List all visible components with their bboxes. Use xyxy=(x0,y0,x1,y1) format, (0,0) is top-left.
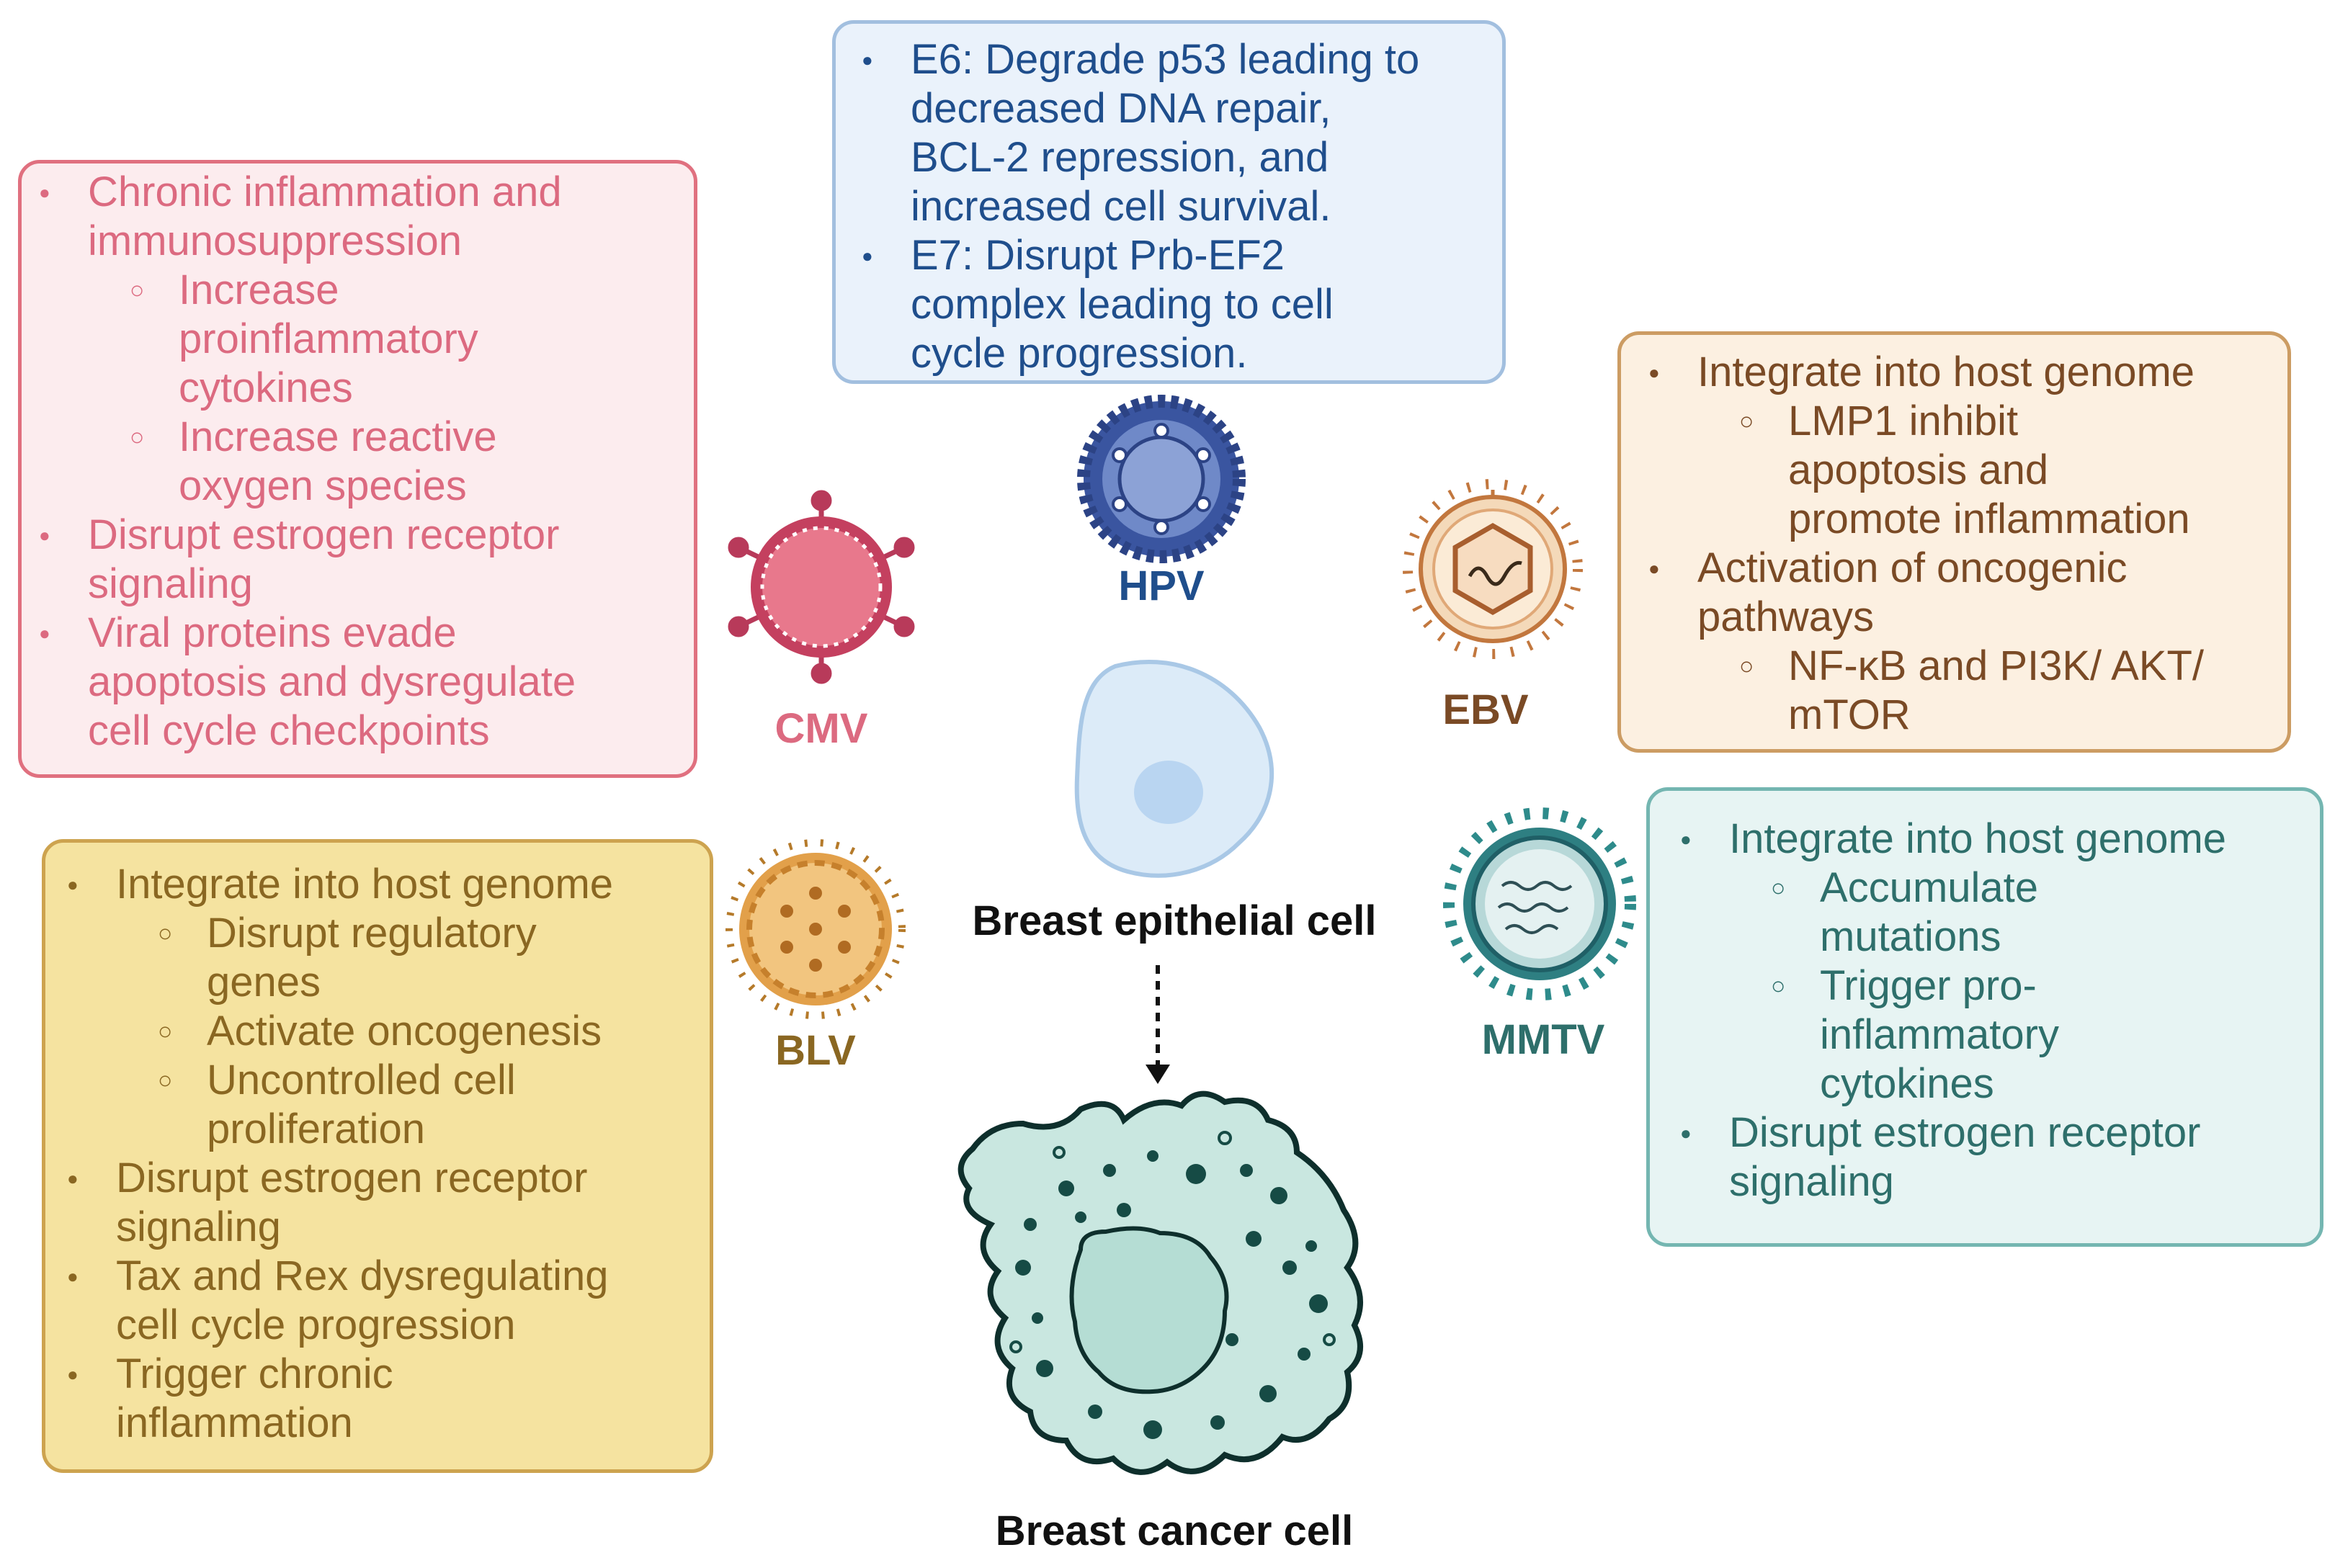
cmv-label: CMV xyxy=(774,705,868,752)
bullet-line: Disrupt estrogen receptor xyxy=(60,1154,688,1203)
sub-bullet-line: inflammatory xyxy=(1820,1011,2059,1058)
bullet-line: Trigger chronic xyxy=(60,1350,688,1399)
blv-virus-icon xyxy=(725,839,906,1019)
sub-bullet-line: mutations xyxy=(1820,913,2001,960)
cmv-virus-icon xyxy=(728,490,915,684)
sub-bullet-line: Activate oncogenesis xyxy=(60,1007,688,1056)
bullet-line: Integrate into host genome xyxy=(1641,348,2266,397)
bullet-line: E7: Disrupt Prb-EF2 xyxy=(854,231,1481,280)
hpv-virus-icon xyxy=(1077,395,1246,563)
bullet-line: cell cycle checkpoints xyxy=(88,707,490,754)
breast-epithelial-cell-illustration xyxy=(1074,659,1274,878)
sub-bullet-line: LMP1 inhibit xyxy=(1641,397,2266,446)
sub-bullet-line: Increase xyxy=(32,266,672,315)
bullet-line: decreased DNA repair, xyxy=(911,85,1331,132)
bullet-line: Viral proteins evade xyxy=(32,609,672,658)
sub-bullet-line: cytokines xyxy=(1820,1060,1994,1107)
blv-mechanism-list: Integrate into host genomeDisrupt regula… xyxy=(60,860,688,1448)
sub-bullet-line: apoptosis and xyxy=(1788,447,2049,493)
blv-mechanism-box: Integrate into host genomeDisrupt regula… xyxy=(42,839,713,1473)
hpv-label: HPV xyxy=(1118,563,1205,609)
breast-epithelial-cell-label: Breast epithelial cell xyxy=(972,897,1377,944)
bullet-line: signaling xyxy=(88,560,253,607)
ebv-virus-icon xyxy=(1403,479,1583,659)
mmtv-virus-icon xyxy=(1443,807,1636,1000)
sub-bullet-line: cytokines xyxy=(179,364,353,411)
bullet-line: Disrupt estrogen receptor xyxy=(1673,1108,2298,1157)
ebv-label: EBV xyxy=(1442,686,1529,733)
breast-cancer-cell-label: Breast cancer cell xyxy=(995,1507,1354,1554)
blv-label: BLV xyxy=(775,1027,856,1074)
sub-bullet-line: mTOR xyxy=(1788,691,1911,738)
bullet-line: BCL-2 repression, and xyxy=(911,134,1329,181)
bullet-line: signaling xyxy=(116,1204,281,1250)
bullet-line: immunosuppression xyxy=(88,218,463,264)
mmtv-label: MMTV xyxy=(1481,1016,1605,1063)
sub-bullet-line: Trigger pro- xyxy=(1673,962,2298,1011)
breast-cancer-cell-illustration xyxy=(957,1090,1363,1475)
bullet-line: Chronic inflammation and xyxy=(32,168,672,217)
bullet-line: apoptosis and dysregulate xyxy=(88,658,576,705)
sub-bullet-line: Disrupt regulatory xyxy=(60,909,688,958)
sub-bullet-line: NF-κB and PI3K/ AKT/ xyxy=(1641,642,2266,691)
bullet-line: increased cell survival. xyxy=(911,183,1331,230)
sub-bullet-line: promote inflammation xyxy=(1788,496,2190,542)
sub-bullet-line: proliferation xyxy=(207,1106,426,1152)
bullet-line: cell cycle progression xyxy=(116,1302,516,1348)
bullet-line: Integrate into host genome xyxy=(1673,815,2298,864)
bullet-line: Tax and Rex dysregulating xyxy=(60,1252,688,1301)
ebv-mechanism-box: Integrate into host genomeLMP1 inhibitap… xyxy=(1617,331,2291,753)
bullet-line: Disrupt estrogen receptor xyxy=(32,511,672,560)
transformation-arrow-icon xyxy=(1146,965,1170,1084)
bullet-line: Activation of oncogenic xyxy=(1641,544,2266,593)
sub-bullet-line: genes xyxy=(207,959,321,1005)
sub-bullet-line: Uncontrolled cell xyxy=(60,1056,688,1105)
mmtv-mechanism-box: Integrate into host genomeAccumulatemuta… xyxy=(1646,787,2323,1247)
bullet-line: signaling xyxy=(1729,1158,1894,1205)
bullet-line: complex leading to cell xyxy=(911,281,1334,328)
mmtv-mechanism-list: Integrate into host genomeAccumulatemuta… xyxy=(1673,815,2298,1206)
sub-bullet-line: oxygen species xyxy=(179,462,467,509)
ebv-mechanism-list: Integrate into host genomeLMP1 inhibitap… xyxy=(1641,348,2266,740)
sub-bullet-line: proinflammatory xyxy=(179,315,478,362)
bullet-line: inflammation xyxy=(116,1399,353,1446)
bullet-line: cycle progression. xyxy=(911,330,1248,377)
sub-bullet-line: Increase reactive xyxy=(32,413,672,462)
cmv-mechanism-list: Chronic inflammation andimmunosuppressio… xyxy=(32,168,672,756)
bullet-line: E6: Degrade p53 leading to xyxy=(854,35,1481,84)
sub-bullet-line: Accumulate xyxy=(1673,864,2298,913)
bullet-line: Integrate into host genome xyxy=(60,860,688,909)
cmv-mechanism-box: Chronic inflammation andimmunosuppressio… xyxy=(18,160,697,778)
bullet-line: pathways xyxy=(1697,593,1875,640)
